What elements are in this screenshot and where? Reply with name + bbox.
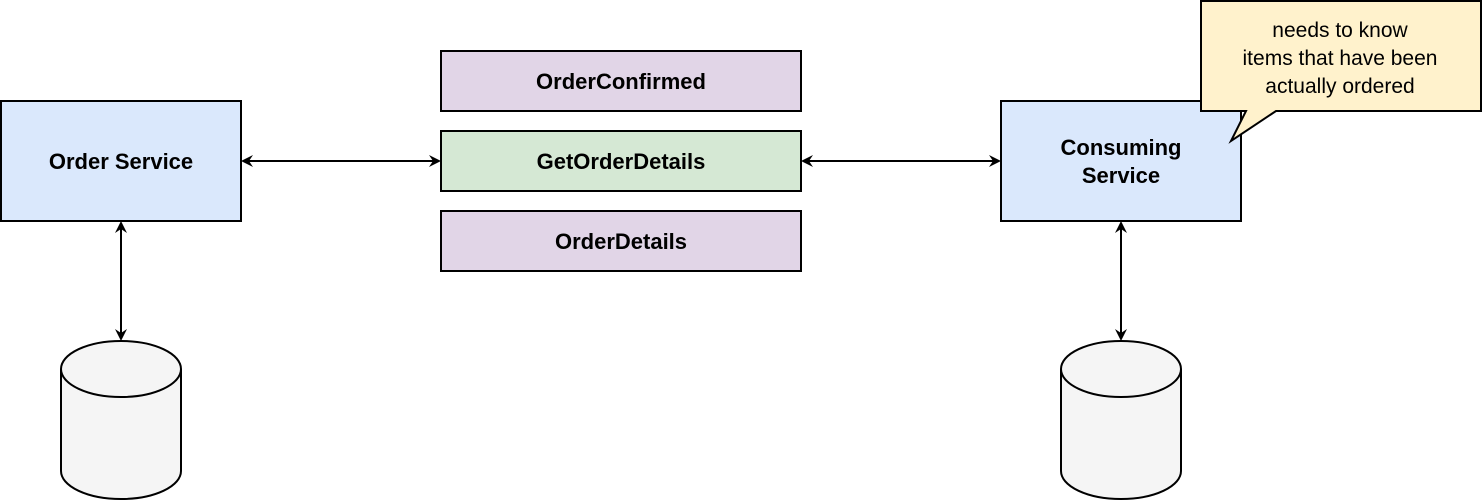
order-confirmed-label: OrderConfirmed (536, 69, 706, 94)
order-service-box: Order Service (0, 100, 242, 222)
order-service-label: Order Service (49, 149, 193, 174)
order-confirmed-message: OrderConfirmed (440, 50, 802, 112)
order-database-icon (60, 340, 182, 500)
order-details-message: OrderDetails (440, 210, 802, 272)
consuming-service-label-line-2: Service (1082, 163, 1160, 188)
note-line-1: needs to know (1272, 19, 1408, 42)
get-order-details-message: GetOrderDetails (440, 130, 802, 192)
note-line-3: actually ordered (1265, 75, 1414, 98)
consuming-database-icon (1060, 340, 1182, 500)
note-line-2: items that have been (1243, 47, 1438, 70)
note-callout: needs to know items that have been actua… (1200, 0, 1482, 144)
order-details-label: OrderDetails (555, 229, 687, 254)
consuming-service-label-line-1: Consuming (1061, 135, 1182, 160)
consuming-service-box: Consuming Service (1000, 100, 1242, 222)
get-order-details-label: GetOrderDetails (537, 149, 706, 174)
